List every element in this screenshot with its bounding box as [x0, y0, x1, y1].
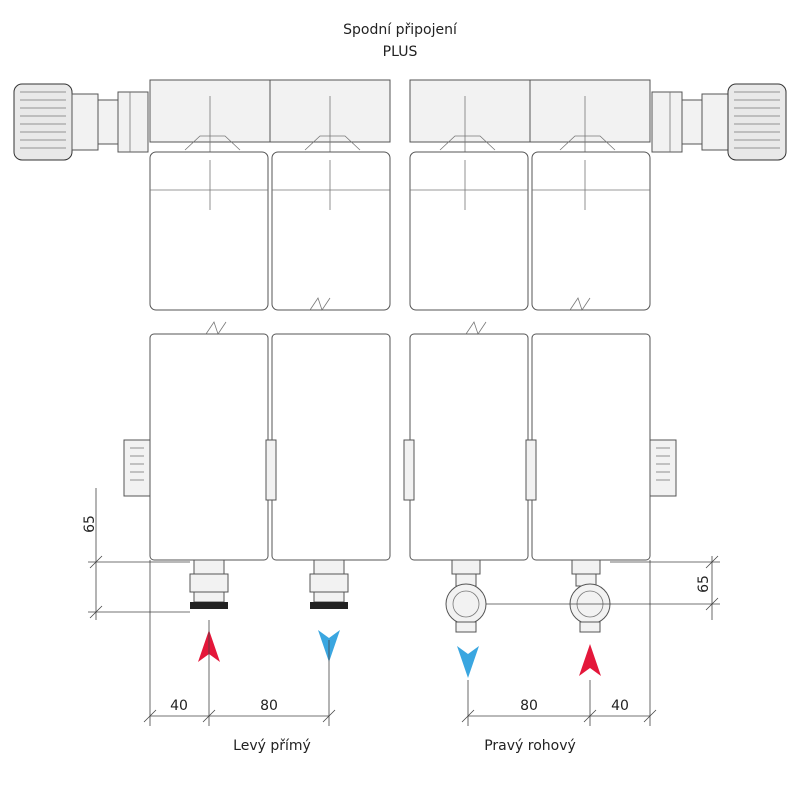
supply-arrow-icon: [579, 644, 601, 676]
label-left-connection: Levý přímý: [233, 738, 311, 754]
dim-offset-right: 40: [611, 698, 629, 714]
right-radiator: [403, 79, 787, 678]
connector-right-supply: [569, 559, 611, 633]
title-line-1: Spodní připojení: [343, 22, 458, 38]
dim-spacing-left: 80: [260, 698, 278, 714]
connector-left-return: [309, 559, 349, 609]
dim-height-right: 65: [696, 575, 712, 593]
break-line-icon: [309, 297, 331, 311]
dim-offset-left: 40: [170, 698, 188, 714]
dim-height-left: 65: [82, 515, 98, 533]
return-arrow-icon: [457, 646, 479, 678]
connector-right-return: [445, 559, 487, 633]
connector-left-supply: [189, 559, 229, 609]
title-line-2: PLUS: [383, 44, 418, 60]
left-dimensions: 65 40 80: [82, 488, 336, 726]
thermostatic-head-icon: [13, 83, 149, 161]
dim-spacing-right: 80: [520, 698, 538, 714]
right-dimensions: 65 80 40: [461, 555, 720, 726]
left-radiator: [13, 79, 391, 662]
thermostatic-head-icon: [651, 83, 787, 161]
label-right-connection: Pravý rohový: [484, 738, 576, 754]
